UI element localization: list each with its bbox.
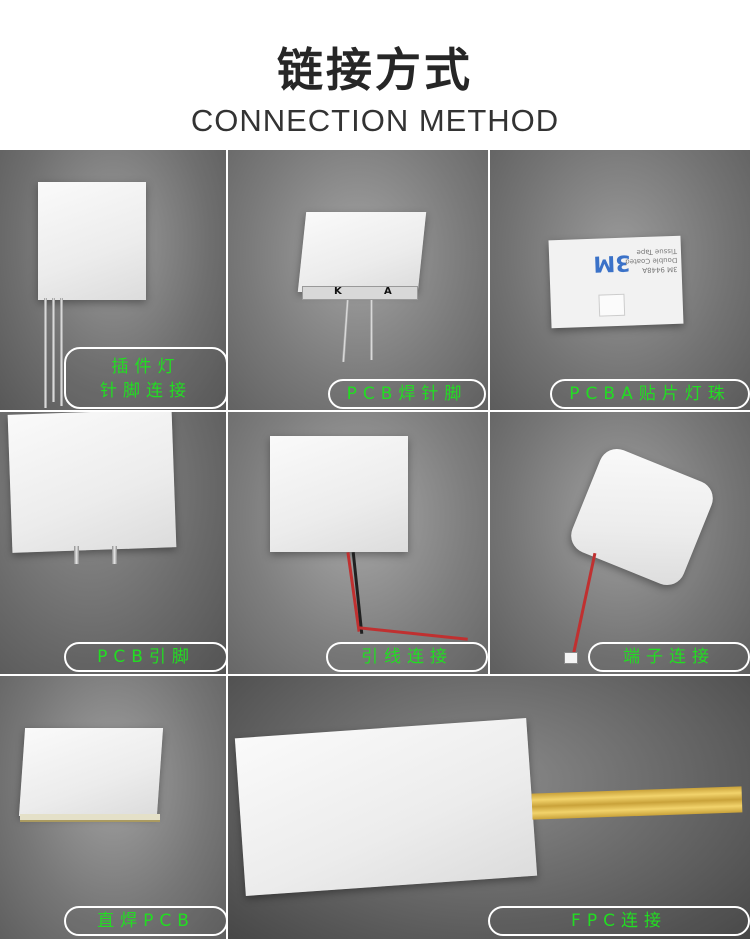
caption-text: PCBA贴片灯珠 xyxy=(569,384,731,404)
backlight-panel xyxy=(38,182,146,300)
caption-pcb-pins: PCB引脚 xyxy=(64,642,226,672)
tape-print-line: Double Coated Tissue Tape xyxy=(625,246,678,266)
pcb-strip xyxy=(302,286,418,300)
page-title: 链接方式 xyxy=(277,43,473,97)
mark-a: A xyxy=(384,286,392,297)
caption-text: 端子连接 xyxy=(623,647,715,667)
pin xyxy=(44,298,47,408)
caption-terminal-connector: 端子连接 xyxy=(588,642,750,672)
caption-line-1: 插件灯 xyxy=(111,357,181,377)
pcb-edge xyxy=(20,814,160,822)
caption-text: 引线连接 xyxy=(361,647,453,667)
window-cutout xyxy=(598,293,626,317)
pin xyxy=(60,298,63,406)
backlight-panel xyxy=(18,728,164,816)
pin xyxy=(112,546,117,564)
caption-text: 直焊PCB xyxy=(97,911,195,931)
caption-pcb-solder-pins: PCB焊针脚 xyxy=(328,379,486,409)
caption-line-2: 针脚连接 xyxy=(100,381,192,401)
photo-fpc-connection: FPC连接 xyxy=(228,676,750,939)
caption-pcba-smd-led: PCBA贴片灯珠 xyxy=(550,379,750,409)
pin xyxy=(52,298,55,402)
backlight-panel xyxy=(297,212,427,292)
caption-direct-solder-pcb: 直焊PCB xyxy=(64,906,226,936)
photo-terminal-connector: 端子连接 xyxy=(490,412,750,674)
page-subtitle: CONNECTION METHOD xyxy=(190,103,560,138)
connector-plug xyxy=(564,652,578,664)
page-header: 链接方式 CONNECTION METHOD xyxy=(0,0,750,150)
tape-backing: 3M 3M 9448A Double Coated Tissue Tape xyxy=(548,235,684,329)
fpc-ribbon xyxy=(531,786,743,820)
tape-print: 3M 9448A Double Coated Tissue Tape xyxy=(625,246,678,275)
caption-plugin-pins: 插件灯 针脚连接 xyxy=(64,347,226,409)
pin xyxy=(74,546,79,564)
backlight-panel xyxy=(7,412,177,553)
caption-text: FPC连接 xyxy=(571,911,667,931)
caption-lead-wire: 引线连接 xyxy=(326,642,488,672)
mark-k: K xyxy=(334,286,342,297)
wire-tail xyxy=(358,626,468,641)
caption-fpc-connection: FPC连接 xyxy=(488,906,750,936)
caption-text: PCB焊针脚 xyxy=(346,384,468,404)
pin xyxy=(370,300,373,360)
photo-lead-wire: 引线连接 xyxy=(228,412,488,674)
photo-pcba-smd-led: 3M 3M 9448A Double Coated Tissue Tape PC… xyxy=(490,150,750,410)
tape-print-line: 3M 9448A xyxy=(642,264,678,275)
pin xyxy=(341,299,350,363)
backlight-panel xyxy=(270,436,408,552)
caption-text: PCB引脚 xyxy=(97,647,195,667)
photo-direct-solder-pcb: 直焊PCB xyxy=(0,676,226,939)
backlight-panel xyxy=(565,443,719,591)
photo-plugin-pins: 插件灯 针脚连接 xyxy=(0,150,226,410)
photo-pcb-solder-pins: K A PCB焊针脚 xyxy=(228,150,488,410)
backlight-panel xyxy=(234,718,538,896)
photo-pcb-pins: PCB引脚 xyxy=(0,412,226,674)
